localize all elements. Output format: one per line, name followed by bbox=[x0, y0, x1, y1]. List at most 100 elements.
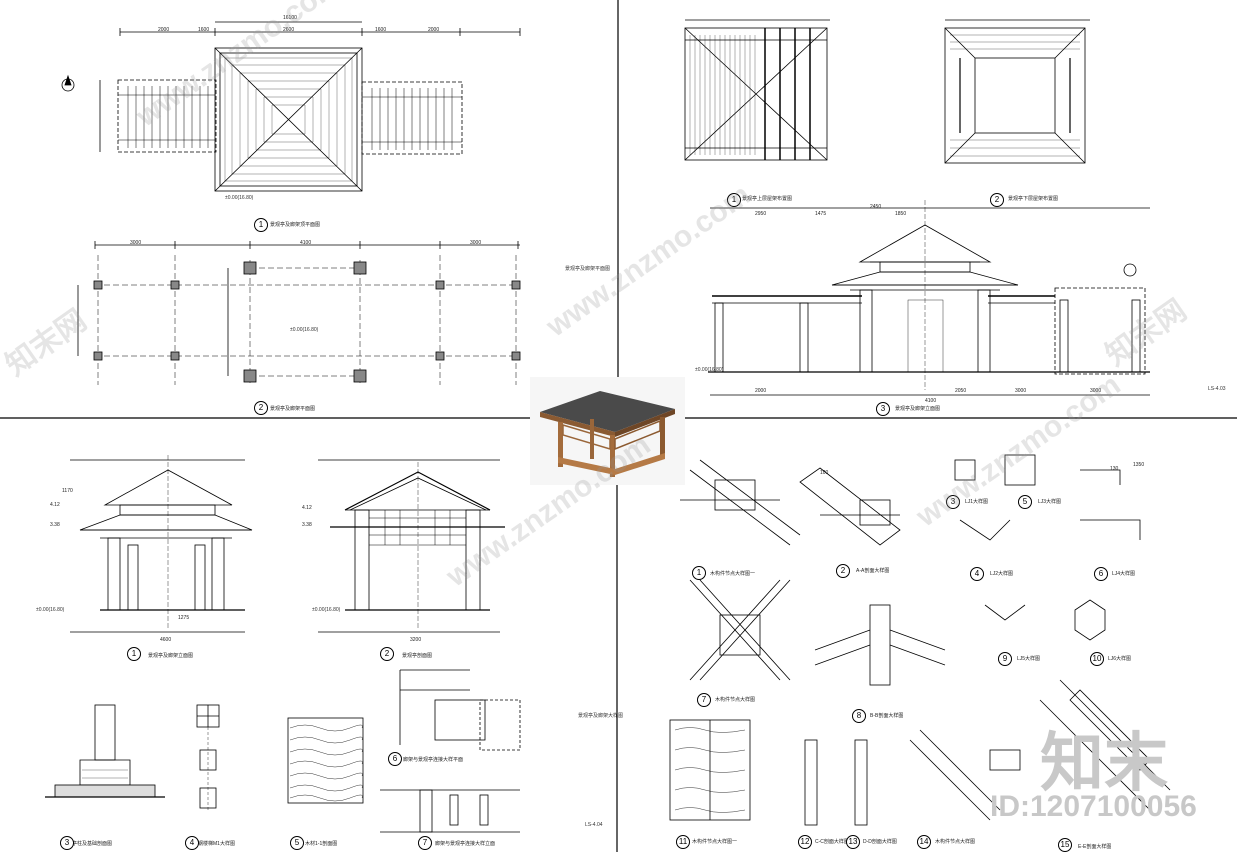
title-d8: B-B剖面大样图 bbox=[870, 713, 904, 719]
dim-n2: 3.38 bbox=[302, 522, 312, 528]
detail-12-13 bbox=[804, 739, 868, 826]
dim-e4: 3000 bbox=[1090, 388, 1102, 394]
title-main-elevation: 景观亭及廊架立面图 bbox=[895, 406, 941, 412]
dim-o: 1170 bbox=[62, 488, 73, 494]
dim-h: 2950 bbox=[755, 211, 767, 217]
side-note-2: 景观亭及廊架大样图 bbox=[578, 713, 624, 719]
dim-r: 4100 bbox=[925, 398, 937, 404]
wood-grain-section bbox=[287, 717, 364, 804]
title-d2: A-A剖面大样图 bbox=[856, 568, 890, 574]
dim-u: 130 bbox=[1110, 466, 1119, 472]
detail-lj bbox=[954, 454, 1141, 641]
detail-15 bbox=[1039, 679, 1171, 811]
callout-d5: 5 bbox=[1018, 495, 1032, 509]
detail-2 bbox=[799, 467, 901, 546]
callout-7: 7 bbox=[418, 836, 432, 850]
dim-e: 3000 bbox=[130, 240, 142, 246]
callout-4: 4 bbox=[185, 836, 199, 850]
dim-e3: 3000 bbox=[1015, 388, 1027, 394]
elev-label-2: ±0.00(16.80) bbox=[290, 327, 319, 333]
callout-3: 3 bbox=[876, 402, 890, 416]
callout-d15: 15 bbox=[1058, 838, 1072, 852]
callout-3b: 3 bbox=[60, 836, 74, 850]
elev-label-3: ±0.00(16.80) bbox=[695, 367, 724, 373]
dim-a2: 2000 bbox=[428, 27, 440, 33]
dim-f: 1475 bbox=[815, 211, 827, 217]
callout-d13: 13 bbox=[846, 835, 860, 849]
title-connect-b: 廊架与景观亭连接大样立面 bbox=[435, 841, 496, 847]
callout-d11: 11 bbox=[676, 835, 690, 849]
dim-g: 2450 bbox=[870, 204, 882, 210]
title-plan-floor: 景观亭及廊架平面图 bbox=[270, 406, 316, 412]
sheet-no-1: LS-4.03 bbox=[1208, 386, 1226, 392]
title-pav-elevation: 景观亭及廊架立面图 bbox=[148, 653, 194, 659]
detail-7 bbox=[689, 579, 791, 681]
title-connect-a: 廊架与景观亭连接大样平面 bbox=[403, 757, 464, 763]
dim-b: 1600 bbox=[198, 27, 210, 33]
steel-stair-detail bbox=[196, 704, 220, 810]
watermark-id: ID:1207100056 bbox=[990, 790, 1197, 823]
dim-m2: 4.12 bbox=[302, 505, 312, 511]
dim-b2: 1600 bbox=[375, 27, 387, 33]
title-d15: E-E剖面大样图 bbox=[1078, 844, 1112, 850]
dim-d: 4100 bbox=[300, 240, 312, 246]
title-d10: LJ6大样图 bbox=[1108, 656, 1132, 662]
dim-c: 2600 bbox=[283, 27, 295, 33]
dim-n: 3.38 bbox=[50, 522, 60, 528]
dim-a3: 2000 bbox=[755, 388, 767, 394]
callout-d2: 2 bbox=[836, 564, 850, 578]
pavilion-elevation bbox=[70, 455, 253, 633]
dim-j: 4600 bbox=[160, 637, 172, 643]
callout-d7: 7 bbox=[697, 693, 711, 707]
dim-a: 2000 bbox=[158, 27, 170, 33]
callout-d12: 12 bbox=[798, 835, 812, 849]
dim-v: 100 bbox=[820, 470, 829, 476]
title-d7: 木构件节点大样图 bbox=[715, 697, 756, 703]
callout-1: 1 bbox=[254, 218, 268, 232]
title-stair: 钢楼梯M1大样图 bbox=[198, 841, 235, 847]
detail-8 bbox=[814, 604, 946, 686]
main-elevation bbox=[708, 200, 1150, 396]
title-d12: C-C剖面大样图 bbox=[815, 839, 849, 845]
dim-l: 3200 bbox=[410, 637, 422, 643]
dim-q: 2050 bbox=[955, 388, 967, 394]
dim-i: 1850 bbox=[895, 211, 907, 217]
callout-d4: 4 bbox=[970, 567, 984, 581]
title-d13: D-D剖面大样图 bbox=[863, 839, 897, 845]
title-d14: 木构件节点大样图 bbox=[935, 839, 976, 845]
title-wood: 木材1-1剖面图 bbox=[305, 841, 338, 847]
dim-e2: 3000 bbox=[470, 240, 482, 246]
elev-label-1: ±0.00(16.80) bbox=[225, 195, 254, 201]
dim-m: 4.12 bbox=[50, 502, 60, 508]
callout-2c: 2 bbox=[380, 647, 394, 661]
title-d6: LJ4大样图 bbox=[1112, 571, 1136, 577]
roof-plan bbox=[61, 21, 521, 192]
callout-6: 6 bbox=[388, 752, 402, 766]
connection-detail bbox=[380, 669, 521, 833]
callout-d1: 1 bbox=[692, 566, 706, 580]
foundation-section bbox=[45, 704, 165, 798]
title-d9: LJ5大样图 bbox=[1017, 656, 1041, 662]
callout-2b: 2 bbox=[990, 193, 1004, 207]
detail-14 bbox=[909, 729, 1021, 821]
side-note-1: 景观亭及廊架平面图 bbox=[565, 266, 611, 272]
dim-s: 1350 bbox=[1133, 462, 1145, 468]
floor-plan bbox=[77, 241, 521, 385]
callout-2: 2 bbox=[254, 401, 268, 415]
title-d1: 木构件节点大样图一 bbox=[710, 571, 756, 577]
callout-d9: 9 bbox=[998, 652, 1012, 666]
callout-d6: 6 bbox=[1094, 567, 1108, 581]
elev-label-4: ±0.00(16.80) bbox=[36, 607, 65, 613]
sheet-no-2: LS-4.04 bbox=[585, 822, 603, 828]
upper-frame-plan bbox=[684, 19, 830, 161]
dim-k: 1275 bbox=[178, 615, 190, 621]
detail-11 bbox=[669, 719, 751, 821]
title-plan-roof: 景观亭及廊架顶平面图 bbox=[270, 222, 321, 228]
pavilion-rendering-image bbox=[530, 377, 685, 485]
callout-1b: 1 bbox=[727, 193, 741, 207]
title-d5: LJ3大样图 bbox=[1038, 499, 1062, 505]
title-upper-plan: 景观亭上层屋架布置图 bbox=[742, 196, 793, 202]
callout-1c: 1 bbox=[127, 647, 141, 661]
pavilion-section bbox=[318, 459, 505, 633]
